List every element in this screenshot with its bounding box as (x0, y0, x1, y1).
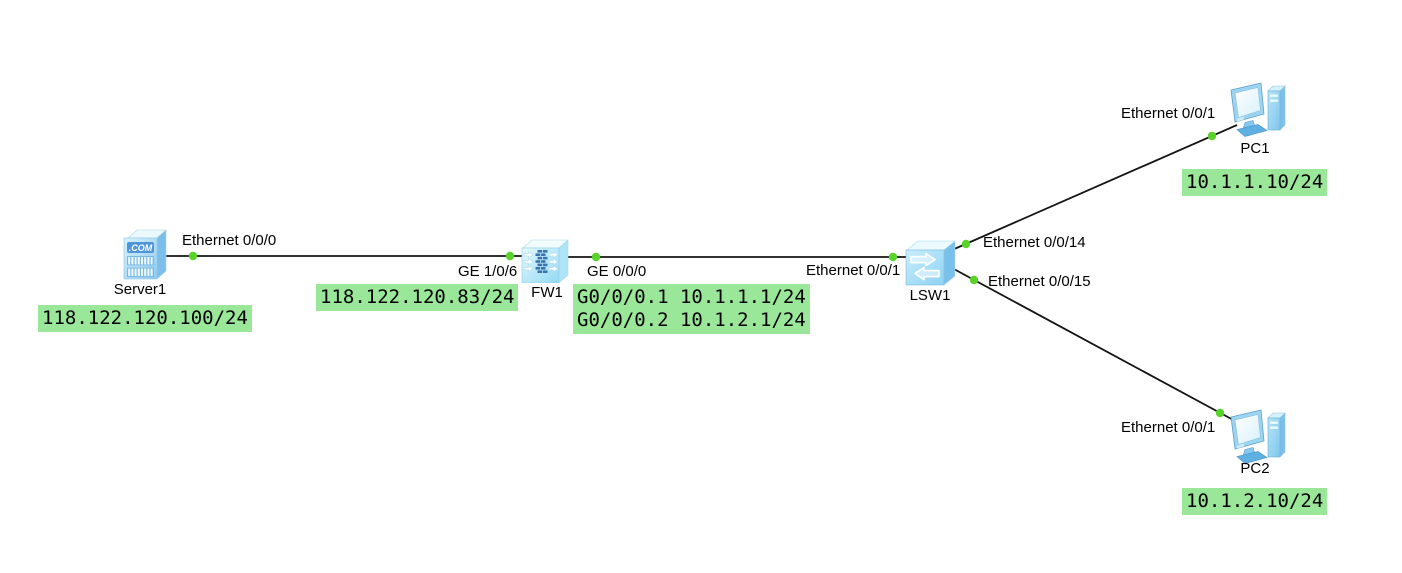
fw1-name: FW1 (531, 284, 563, 301)
fw1-subif-line1: G0/0/0.1 10.1.1.1/24 (577, 286, 806, 308)
fw1-device-icon[interactable] (521, 239, 569, 284)
port-label-fw1-ge000: GE 0/0/0 (587, 263, 647, 280)
port-label-pc2-eth001: Ethernet 0/0/1 (1121, 419, 1216, 436)
port-up-dot (591, 252, 601, 262)
pc1-ip-note[interactable]: 10.1.1.10/24 (1182, 169, 1328, 196)
svg-text:.COM: .COM (129, 243, 153, 253)
link-lsw1-pc1[interactable] (951, 124, 1238, 251)
pc2-name: PC2 (1240, 460, 1270, 477)
port-up-dot (888, 252, 898, 262)
port-label-lsw1-eth0015: Ethernet 0/0/15 (988, 273, 1091, 290)
pc2-ip-note[interactable]: 10.1.2.10/24 (1182, 488, 1328, 515)
link-lsw1-pc2[interactable] (951, 267, 1238, 423)
fw1-wan-ip-note[interactable]: 118.122.120.83/24 (316, 284, 519, 311)
port-up-dot (1207, 131, 1217, 141)
fw1-subif-line2: G0/0/0.2 10.1.2.1/24 (577, 309, 806, 331)
port-up-dot (961, 239, 971, 249)
pc2-device-icon[interactable] (1228, 409, 1290, 467)
pc1-name: PC1 (1240, 140, 1270, 157)
port-label-fw1-ge106: GE 1/0/6 (458, 263, 518, 280)
port-up-dot (1215, 408, 1225, 418)
server1-ip-note[interactable]: 118.122.120.100/24 (38, 305, 252, 332)
pc1-device-icon[interactable] (1228, 82, 1290, 140)
port-label-lsw1-eth001: Ethernet 0/0/1 (806, 262, 901, 279)
server1-device-icon[interactable]: .COM (123, 229, 167, 281)
port-up-dot (505, 251, 515, 261)
port-up-dot (188, 251, 198, 261)
server1-name: Server1 (113, 281, 167, 298)
port-up-dot (969, 275, 979, 285)
lsw1-device-icon[interactable] (905, 239, 957, 286)
port-label-pc1-eth001: Ethernet 0/0/1 (1121, 105, 1216, 122)
port-label-lsw1-eth0014: Ethernet 0/0/14 (983, 234, 1086, 251)
lsw1-name: LSW1 (909, 287, 951, 304)
port-label-server1-eth0: Ethernet 0/0/0 (182, 232, 277, 249)
